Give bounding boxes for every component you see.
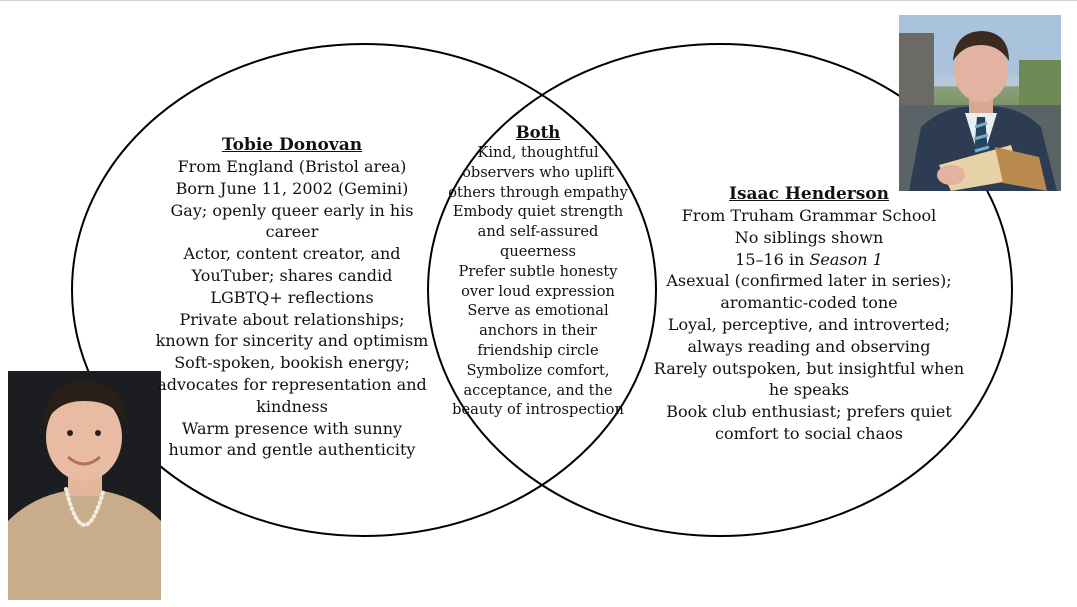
right-line-prefix: 15–16 in (735, 249, 810, 269)
both-line: acceptance, and the (463, 381, 613, 399)
portrait-photo-icon (8, 371, 161, 600)
right-line-season: 15–16 in Season 1 (650, 249, 968, 271)
left-title: Tobie Donovan (221, 135, 363, 155)
right-line: Asexual (confirmed later in series); (666, 271, 952, 291)
left-line: kindness (256, 396, 328, 416)
left-line: Soft-spoken, bookish energy; (174, 353, 410, 373)
both-line: beauty of introspection (452, 401, 624, 419)
right-circle (427, 43, 1013, 537)
both-title: Both (515, 123, 561, 142)
both-line: Prefer subtle honesty (458, 262, 618, 280)
both-line: friendship circle (477, 341, 599, 359)
left-line: Born June 11, 2002 (Gemini) (175, 178, 409, 198)
left-line: Gay; openly queer early in his (170, 200, 414, 220)
right-line: he speaks (768, 380, 850, 400)
tobie-photo (8, 371, 161, 600)
top-divider (0, 0, 1077, 1)
right-line: aromantic-coded tone (720, 293, 898, 313)
both-line: Symbolize comfort, (466, 361, 610, 379)
left-line: advocates for representation and (157, 374, 427, 394)
right-line: Rarely outspoken, but insightful when (653, 358, 965, 378)
left-line: known for sincerity and optimism (155, 331, 429, 351)
left-line: Private about relationships; (179, 309, 405, 329)
both-line: and self-assured (477, 223, 599, 241)
left-line: Warm presence with sunny (181, 418, 403, 438)
left-circle (71, 43, 657, 537)
right-line: Loyal, perceptive, and introverted; (667, 314, 951, 334)
both-line: others through empathy (448, 183, 628, 201)
right-line: No siblings shown (734, 227, 884, 247)
isaac-photo (899, 15, 1061, 191)
right-line-season-title: Season 1 (809, 249, 883, 269)
right-line: comfort to social chaos (715, 423, 903, 443)
right-line: From Truham Grammar School (681, 206, 937, 225)
right-line: Book club enthusiast; prefers quiet (666, 402, 952, 422)
both-line: observers who uplift (462, 163, 614, 181)
left-set-text: Tobie Donovan From England (Bristol area… (152, 134, 432, 461)
right-title: Isaac Henderson (729, 184, 889, 204)
left-line: LGBTQ+ reflections (210, 287, 374, 307)
both-set-text: Both Kind, thoughtful observers who upli… (446, 123, 630, 420)
right-line: always reading and observing (687, 336, 931, 356)
left-line: YouTuber; shares candid (191, 265, 393, 285)
both-line: Kind, thoughtful (477, 144, 599, 161)
left-line: Actor, content creator, and (183, 244, 401, 264)
both-line: Serve as emotional (467, 302, 609, 320)
both-line: over loud expression (461, 282, 615, 300)
left-line: career (265, 222, 319, 242)
portrait-photo-icon (899, 15, 1061, 191)
left-line: From England (Bristol area) (177, 157, 407, 176)
right-set-text: Isaac Henderson From Truham Grammar Scho… (650, 183, 968, 445)
both-line: queerness (499, 242, 576, 260)
both-line: anchors in their (479, 322, 597, 340)
both-line: Embody quiet strength (452, 203, 624, 221)
left-line: humor and gentle authenticity (168, 440, 416, 460)
